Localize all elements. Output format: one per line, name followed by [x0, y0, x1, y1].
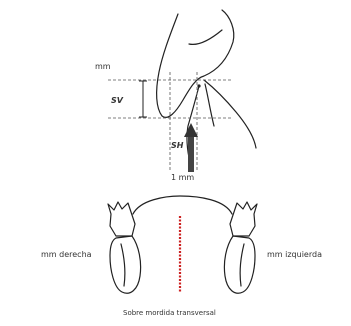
mm-right-label: mm derecha	[41, 250, 92, 259]
sv-label: SV	[111, 96, 123, 105]
lower-molar-right	[110, 236, 141, 293]
lateral-incisor-view	[157, 10, 256, 162]
upper-arch	[133, 196, 232, 214]
sh-arrow	[184, 123, 198, 172]
lower-incisor-inner	[205, 84, 214, 126]
upper-molar-right	[108, 202, 135, 236]
mm-left-label: mm izquierda	[267, 250, 322, 259]
figure-caption: Sobre mordida transversal	[123, 309, 216, 318]
mm-label-top: mm	[95, 62, 111, 71]
upper-incisor-labial-line	[189, 30, 222, 44]
contact-point	[197, 84, 200, 87]
sh-label: SH	[171, 141, 183, 150]
sv-dimension	[139, 81, 147, 117]
one-mm-label: 1 mm	[171, 173, 194, 182]
frontal-crossbite-view	[108, 196, 257, 293]
upper-molar-left	[230, 202, 257, 236]
lower-molar-left	[224, 236, 255, 293]
